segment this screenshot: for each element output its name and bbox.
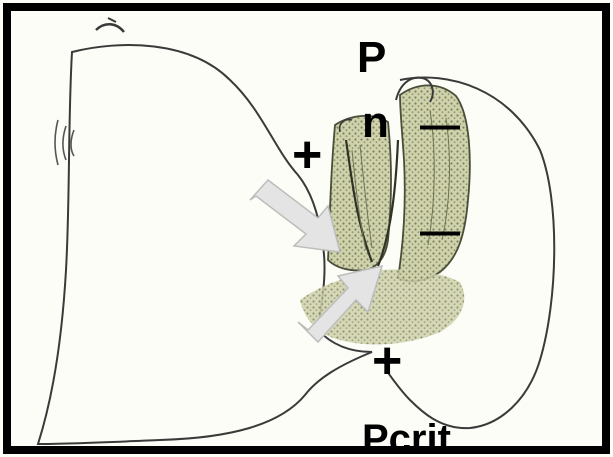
label-plus-upper: + bbox=[292, 126, 322, 184]
label-top-p: P bbox=[357, 33, 386, 82]
label-bottom-pcrit: Pcrit bbox=[362, 417, 451, 457]
label-minus-lower: — bbox=[420, 209, 460, 253]
label-minus-upper: — bbox=[420, 103, 460, 147]
label-top-n: n bbox=[362, 98, 389, 147]
label-plus-lower: + bbox=[372, 332, 402, 390]
